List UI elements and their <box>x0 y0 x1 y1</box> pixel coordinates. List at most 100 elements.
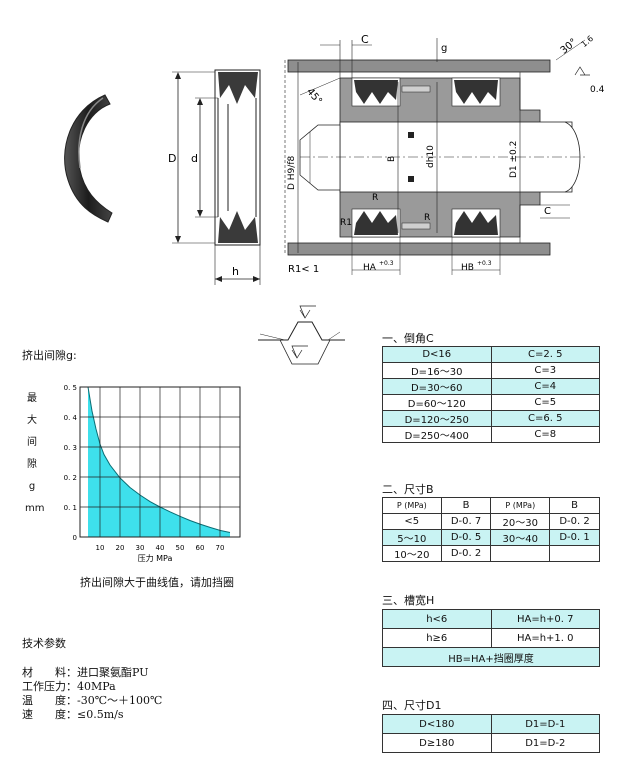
param-temperature: 温 度：-30℃～＋100℃ <box>22 694 163 707</box>
cell: HB=HA+挡圈厚度 <box>382 647 600 667</box>
table4-title: 四、尺寸D1 <box>382 699 442 712</box>
params-title: 技术参数 <box>22 637 66 650</box>
table3-title: 三、槽宽H <box>382 594 435 607</box>
ylabel-char: mm <box>25 503 45 514</box>
label-30: 30° <box>559 37 580 57</box>
cell: C=3 <box>490 362 600 379</box>
y-tick-label: 0. 4 <box>64 414 78 422</box>
cell <box>490 545 551 562</box>
label-dh10: dh10 <box>426 145 436 168</box>
cell: D-0. 5 <box>440 529 492 546</box>
table-header-row: P (MPa) B P (MPa) B <box>382 497 600 514</box>
table2-title: 二、尺寸B <box>382 483 434 496</box>
label-h: h <box>232 265 239 278</box>
x-tick-label: 70 <box>216 544 225 552</box>
label-c-top: C <box>361 33 369 46</box>
x-tick-label: 40 <box>156 544 165 552</box>
assembly-drawing <box>284 38 590 275</box>
param-pressure: 工作压力：40MPa <box>22 680 116 693</box>
header-cell: B <box>440 497 492 514</box>
x-tick-label: 30 <box>136 544 145 552</box>
cell: D=120～250 <box>382 410 492 427</box>
ylabel-char: 最 <box>27 393 37 404</box>
ylabel-char: 间 <box>27 437 37 448</box>
y-tick-label: 0 <box>73 534 77 542</box>
label-HA-tol: +0.3 <box>379 260 394 267</box>
label-45: 45° <box>304 86 324 107</box>
header-cell: P (MPa) <box>382 497 442 514</box>
cell: C=5 <box>490 394 600 411</box>
x-axis-label: 压力 MPa <box>138 553 173 563</box>
x-tick-label: 50 <box>176 544 185 552</box>
ylabel-char: 隙 <box>27 459 37 470</box>
groove-detail-drawing <box>258 305 345 365</box>
header-cell: B <box>549 497 600 514</box>
cell: D-0. 2 <box>549 513 600 530</box>
cell: D=30～60 <box>382 378 492 395</box>
label-D1: D1 ±0.2 <box>509 141 519 178</box>
cell: C=8 <box>490 426 600 443</box>
cell: D<16 <box>382 346 492 363</box>
label-HB: HB <box>461 263 474 273</box>
ylabel-char: 大 <box>27 415 37 426</box>
label-D: D <box>168 152 176 165</box>
label-HA: HA <box>363 263 377 273</box>
label-dh9: D H9/f8 <box>287 156 297 190</box>
cell: D1=D-2 <box>490 733 600 753</box>
plot-frame <box>79 386 241 538</box>
label-d: d <box>191 152 198 165</box>
x-tick-label: 60 <box>196 544 205 552</box>
cell: C=2. 5 <box>490 346 600 363</box>
label-r04: 0.4 <box>590 85 605 95</box>
y-tick-label: 0. 3 <box>64 444 77 452</box>
label-R-b: R <box>424 213 430 223</box>
label-c-right: C <box>544 206 551 217</box>
cell: D1=D-1 <box>490 714 600 734</box>
cell: 10～20 <box>382 545 442 562</box>
cell: 20～30 <box>490 513 551 530</box>
cell: C=6. 5 <box>490 410 600 427</box>
cell: D=250～400 <box>382 426 492 443</box>
cell: 30～40 <box>490 529 551 546</box>
chart-ylabel: 最 大 间 隙 g mm <box>25 388 45 520</box>
y-tick-label: 0. 1 <box>64 504 77 512</box>
label-HB-tol: +0.3 <box>477 260 492 267</box>
params-list: 材 料：进口聚氨酯PU 工作压力：40MPa 温 度：-30℃～＋100℃ 速 … <box>22 666 162 722</box>
cell: h≥6 <box>382 628 492 648</box>
cell: C=4 <box>490 378 600 395</box>
ylabel-char: g <box>28 481 36 492</box>
seal-3d-image <box>64 94 113 223</box>
y-tick-label: 0. 5 <box>64 384 77 392</box>
param-speed: 速 度：≤0.5m/s <box>22 708 124 721</box>
cell: D<180 <box>382 714 492 734</box>
chart-caption: 挤出间隙大于曲线值，请加挡圈 <box>80 576 234 589</box>
cell: HA=h+0. 7 <box>490 609 600 629</box>
cell: h<6 <box>382 609 492 629</box>
cell: D=16～30 <box>382 362 492 379</box>
cell: D-0. 7 <box>440 513 492 530</box>
cell: <5 <box>382 513 442 530</box>
table-row: HB=HA+挡圈厚度 <box>382 647 600 667</box>
chart-title: 挤出间隙g: <box>22 349 77 362</box>
label-r16-top: 1.6 <box>579 34 595 49</box>
cell: D-0. 2 <box>440 545 492 562</box>
cell: D=60～120 <box>382 394 492 411</box>
label-R1: R1 <box>340 218 352 228</box>
